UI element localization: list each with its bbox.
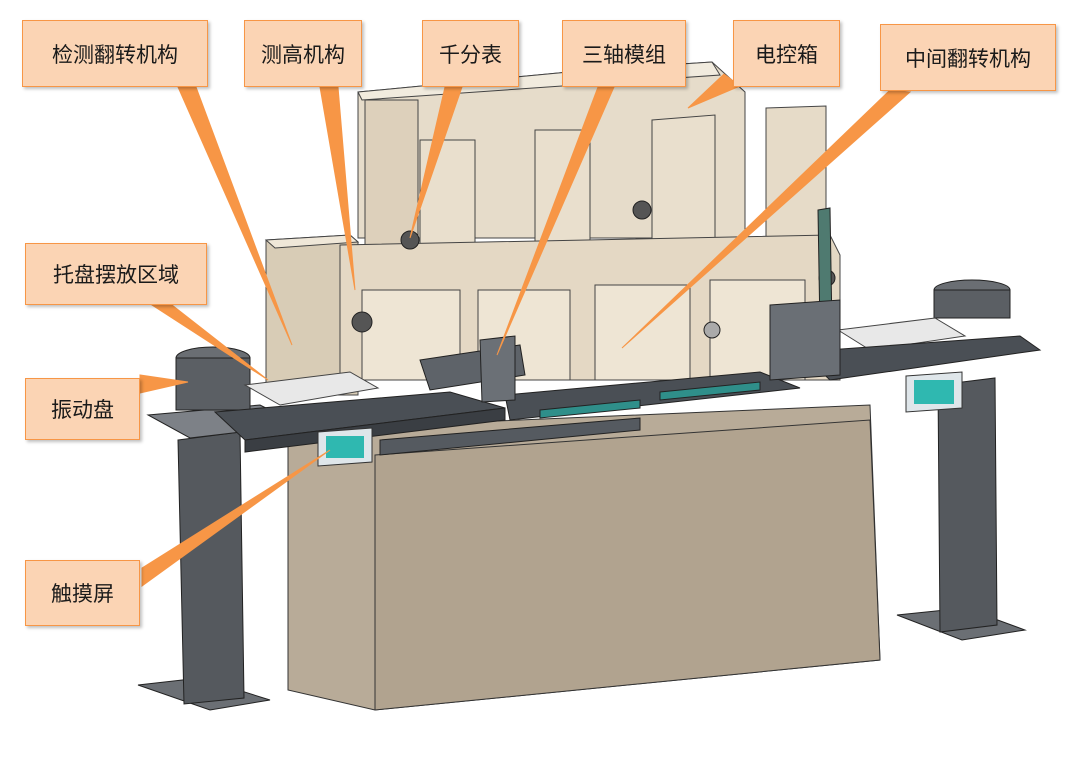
dial-gauge-2 <box>632 200 652 220</box>
tray-platform-left <box>243 371 380 406</box>
leader-dial <box>409 86 463 239</box>
callout-three-axis: 三轴模组 <box>562 20 686 87</box>
control-box-shape <box>651 114 716 251</box>
left-stand-pillar <box>177 431 245 705</box>
callout-detect-flip: 检测翻转机构 <box>22 20 208 87</box>
column-5 <box>765 105 827 251</box>
tray-platform-right <box>836 317 967 351</box>
callout-height-measure: 测高机构 <box>244 20 362 87</box>
callout-middle-flip: 中间翻转机构 <box>880 24 1056 91</box>
right-stand-pillar <box>937 377 998 633</box>
cable-chain-left <box>539 399 641 419</box>
leader-detect-flip <box>177 86 293 346</box>
column-2 <box>419 139 476 251</box>
vibration-plate-body <box>175 357 251 411</box>
cable-chain-right <box>659 381 761 401</box>
leader-touch <box>141 449 331 587</box>
callout-tray-area: 托盘摆放区域 <box>25 243 207 305</box>
leader-three-axis <box>496 86 615 356</box>
callout-dial-indicator: 千分表 <box>422 20 519 87</box>
leader-lines <box>139 73 912 587</box>
right-vibration-body <box>933 289 1011 319</box>
middle-flip-shape <box>769 299 841 381</box>
three-axis-carriage <box>479 335 516 403</box>
rail-lower <box>379 417 641 456</box>
leader-vibration <box>139 374 189 394</box>
left-block-top <box>264 234 360 249</box>
leader-middle-flip <box>621 89 912 349</box>
dial-gauge-3 <box>351 311 373 333</box>
leader-tray <box>150 304 269 381</box>
cabinet-front <box>374 419 881 711</box>
leader-height-measure <box>319 86 356 291</box>
column-1 <box>364 99 419 251</box>
touch-screen-right-display <box>914 380 954 404</box>
callout-vibration-plate: 振动盘 <box>25 378 140 440</box>
rail-left-front <box>244 407 506 453</box>
callout-control-box: 电控箱 <box>733 20 840 87</box>
dial-gauge-1 <box>400 230 420 250</box>
touch-screen-left-display <box>326 436 364 458</box>
dial-gauge-5 <box>703 321 721 339</box>
callout-touch-screen: 触摸屏 <box>25 560 140 626</box>
leader-control-box <box>687 73 741 109</box>
